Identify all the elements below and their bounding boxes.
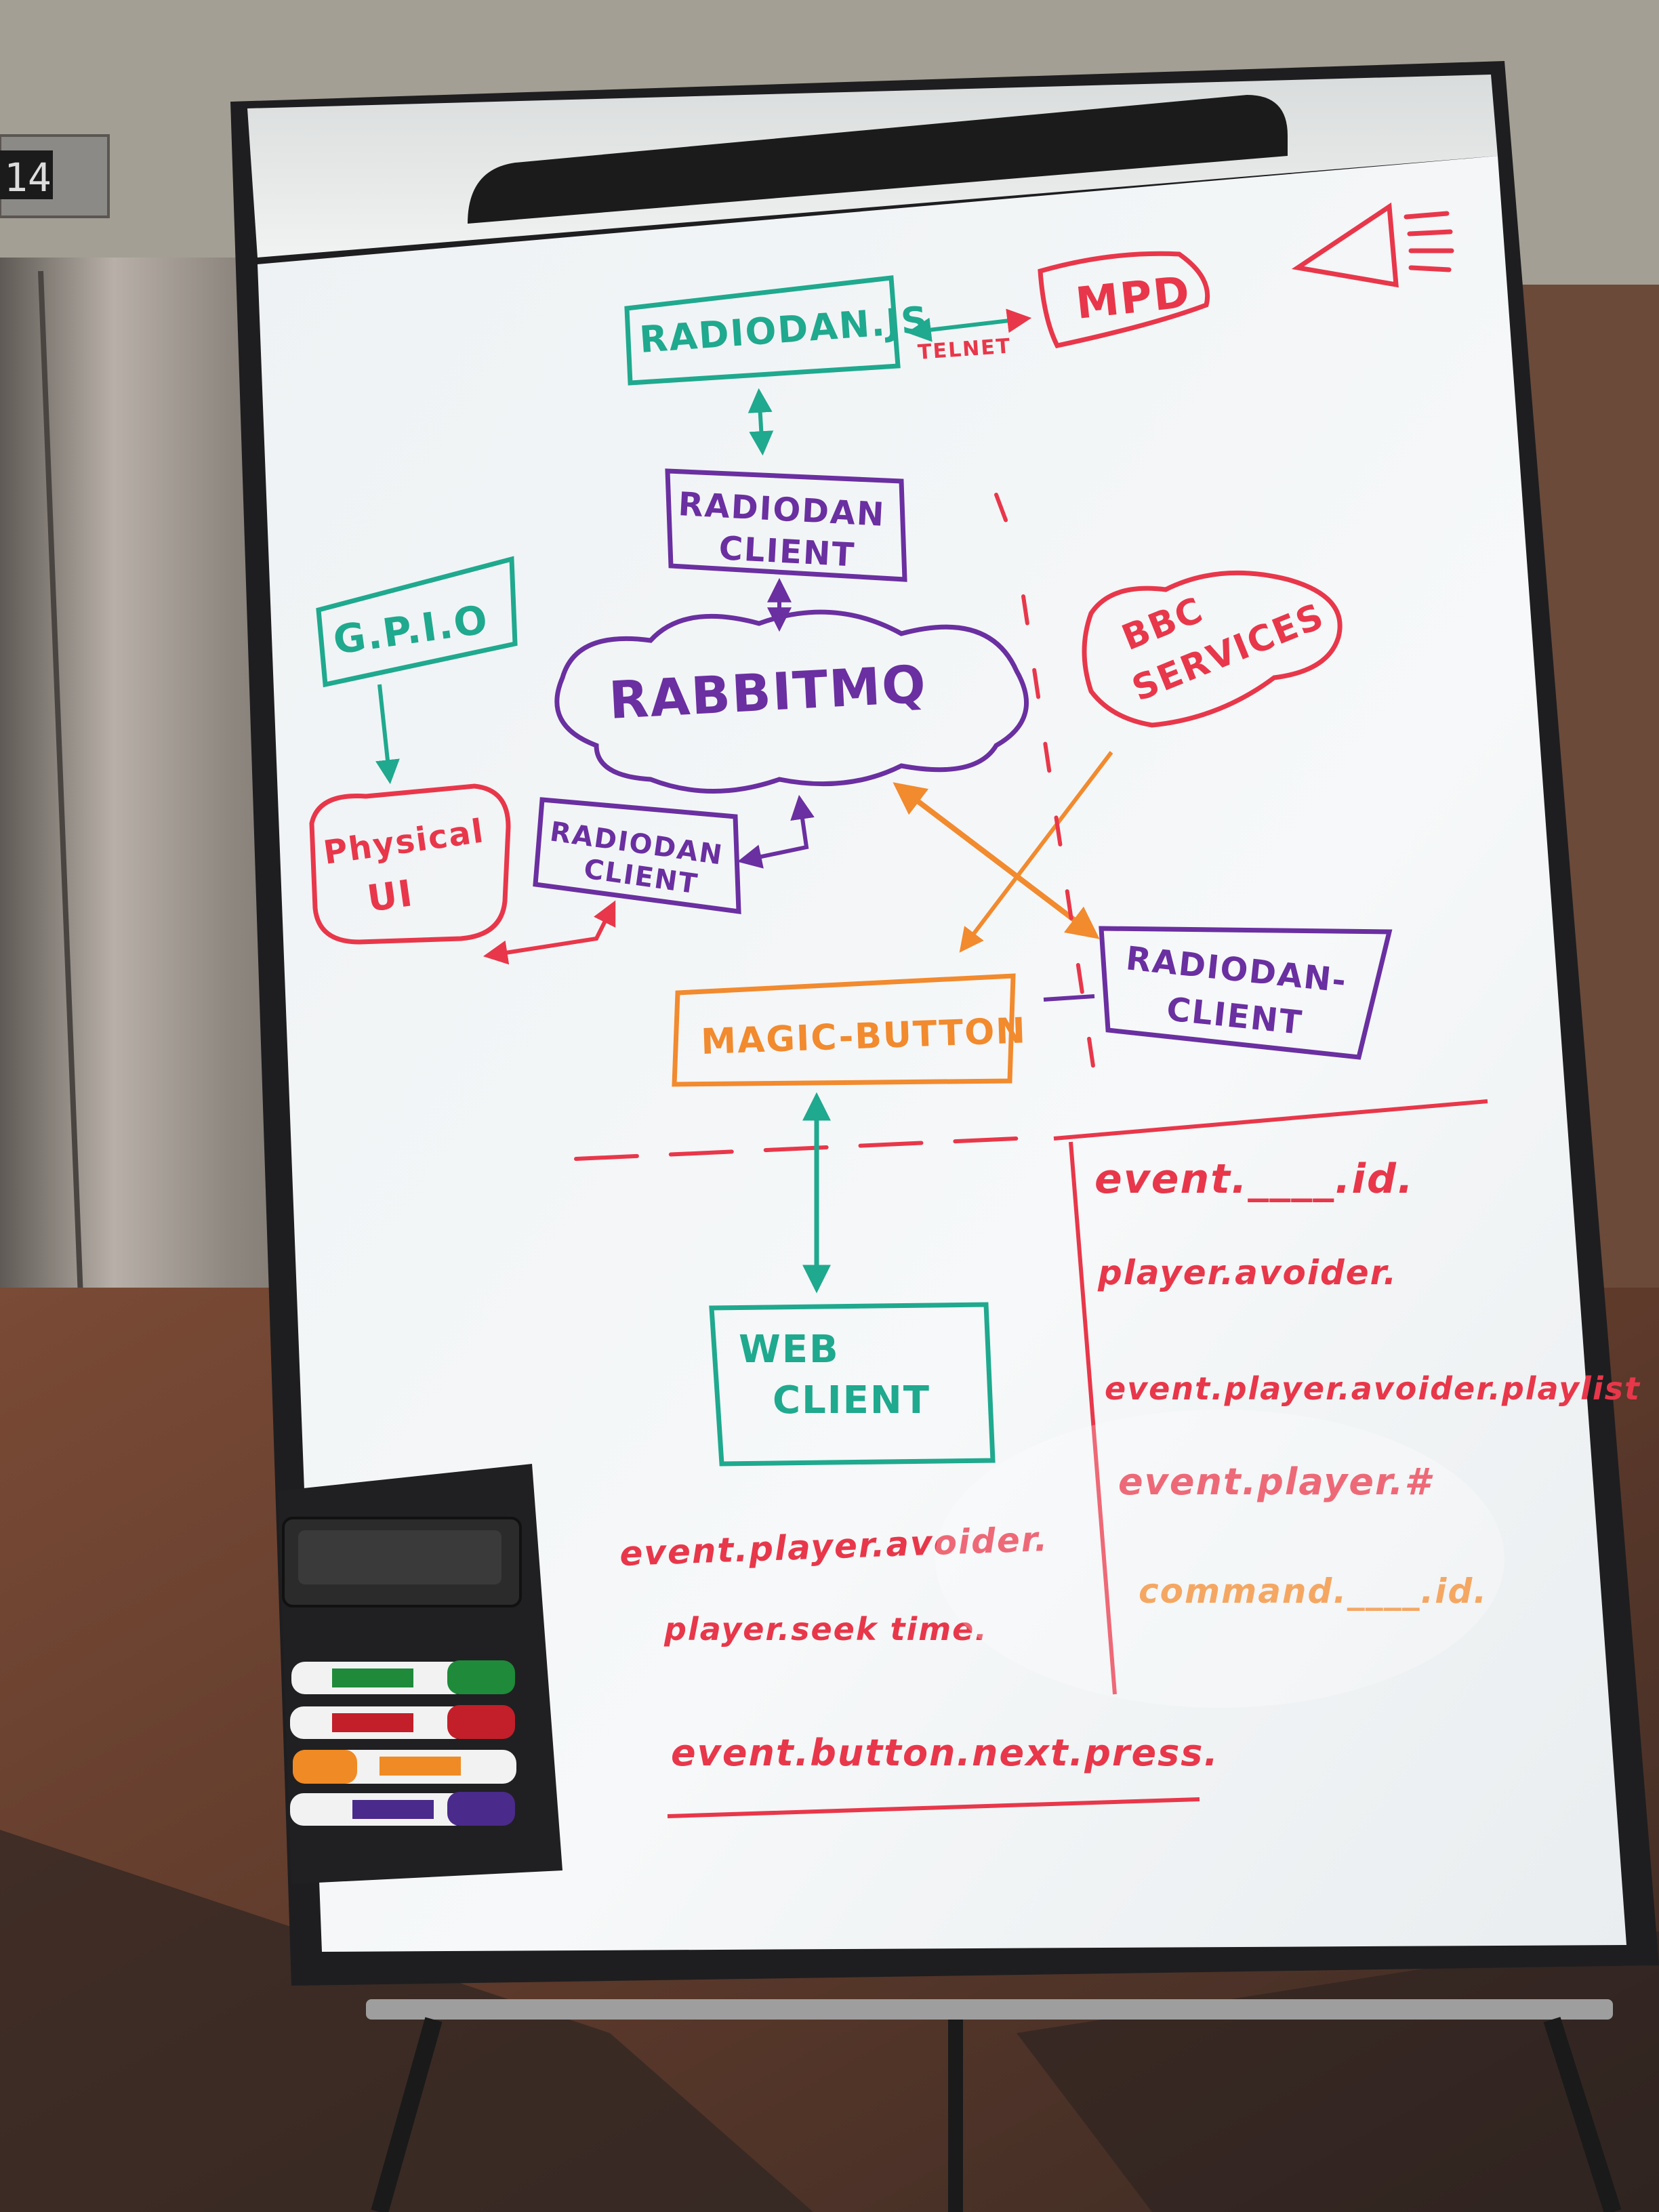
easel-legs: [366, 1999, 1622, 2212]
notes-divider-top: [1053, 1099, 1488, 1141]
header-clip: [468, 95, 1288, 224]
connector-left-client-rabbitmq: [737, 794, 815, 869]
megaphone-icon: [1291, 202, 1454, 288]
svg-text:CLIENT: CLIENT: [718, 529, 856, 574]
note-bottom-3: event.button.next.press.: [671, 1732, 1219, 1774]
notes-divider-vertical: [1069, 1141, 1117, 1695]
floor-indicator: 14: [0, 134, 110, 218]
note-right-1: event.____.id.: [1094, 1155, 1414, 1203]
notes-bottom-underline: [667, 1797, 1200, 1818]
connector-magic-right-client: [1043, 994, 1095, 1002]
note-right-2: player.avoider.: [1097, 1253, 1397, 1292]
notes-right: event.____.id. player.avoider. event.pla…: [1053, 1099, 1641, 1695]
connector-bbc-magic: [959, 751, 1113, 953]
node-mpd: MPD: [1038, 251, 1210, 348]
connector-rabbitmq-right-client: [893, 782, 1100, 939]
note-bottom-2: player.seek time.: [663, 1611, 988, 1647]
marker-red: [290, 1705, 515, 1739]
boundary-dashes: [574, 493, 1100, 1161]
floor-number: 14: [4, 155, 52, 201]
marker-green: [291, 1660, 515, 1694]
svg-text:MPD: MPD: [1073, 268, 1193, 329]
marker-tray: [278, 1464, 562, 1884]
glare: [935, 1410, 1504, 1708]
whiteboard-surface: [258, 156, 1626, 1952]
elevator-door-seam: [38, 270, 84, 1315]
svg-text:CLIENT: CLIENT: [773, 1378, 930, 1422]
note-right-3: event.player.avoider.playlist: [1105, 1370, 1641, 1407]
svg-text:WEB: WEB: [739, 1328, 840, 1372]
node-web-client: WEB CLIENT: [709, 1302, 996, 1467]
marker-purple: [290, 1792, 515, 1826]
marker-orange: [293, 1750, 516, 1784]
connector-js-client: [747, 388, 774, 456]
floor-shadow: [0, 1830, 813, 2212]
connector-physical-client: [483, 900, 616, 965]
connector-gpio-physical: [375, 684, 400, 785]
note-right-5: command.____.id.: [1139, 1572, 1488, 1611]
note-right-4: event.player.#: [1118, 1460, 1433, 1503]
svg-text:UI: UI: [365, 872, 416, 920]
